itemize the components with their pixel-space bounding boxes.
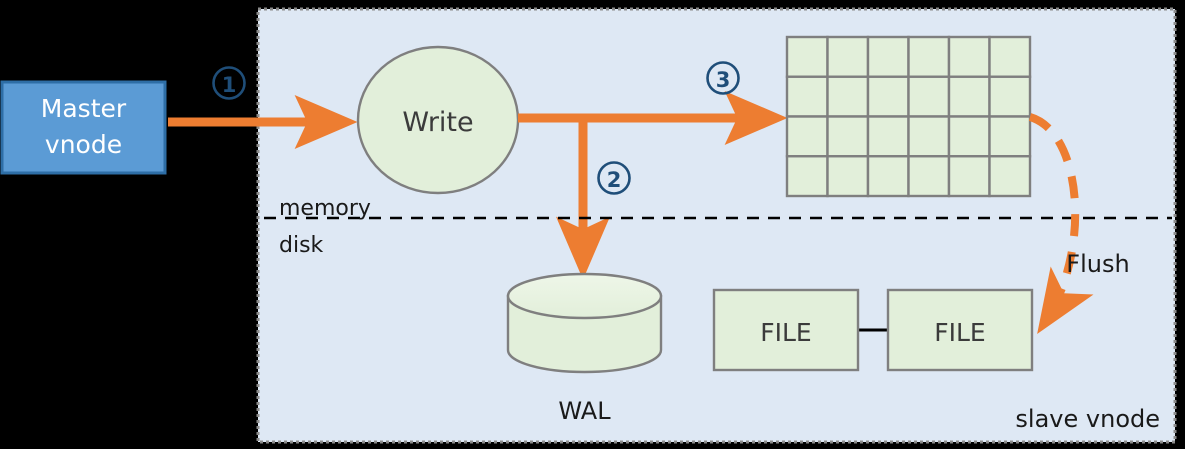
memtable-cell bbox=[907, 155, 951, 198]
memtable-cell bbox=[907, 35, 951, 78]
write-node-label: Write bbox=[402, 107, 473, 138]
memory-tier-label: memory bbox=[279, 196, 371, 221]
step-badge-1-text: 1 bbox=[222, 73, 237, 97]
memtable-cell bbox=[826, 155, 870, 198]
memtable-cell bbox=[947, 35, 991, 78]
file-box-1[interactable] bbox=[712, 288, 860, 372]
memtable-cell bbox=[907, 75, 951, 118]
memtable-cell bbox=[826, 35, 870, 78]
master-vnode-box[interactable] bbox=[0, 80, 167, 175]
file-box-2-label: FILE bbox=[934, 318, 985, 347]
memtable-cell bbox=[866, 155, 910, 198]
memtable-cell bbox=[866, 115, 910, 158]
memtable-cell bbox=[947, 155, 991, 198]
file-box-2[interactable] bbox=[886, 288, 1034, 372]
step-badge-3-text: 3 bbox=[716, 68, 731, 92]
wal-label: WAL bbox=[558, 397, 611, 425]
memtable-cell bbox=[988, 75, 1032, 118]
memtable-cell bbox=[785, 155, 829, 198]
slave-vnode-caption: slave vnode bbox=[1015, 405, 1160, 433]
memtable-cell bbox=[988, 35, 1032, 78]
memtable-cell bbox=[826, 75, 870, 118]
master-vnode-label-line2: vnode bbox=[45, 130, 122, 159]
memtable-cell bbox=[785, 115, 829, 158]
memtable-cell bbox=[988, 155, 1032, 198]
memtable-cell bbox=[907, 115, 951, 158]
master-vnode-label-line1: Master bbox=[41, 94, 127, 123]
flush-arrow bbox=[1028, 113, 1094, 335]
flush-label: Flush bbox=[1066, 250, 1129, 278]
wal-cylinder[interactable] bbox=[506, 272, 663, 374]
memtable-cell bbox=[826, 115, 870, 158]
memtable-cell bbox=[947, 115, 991, 158]
memtable-cell bbox=[866, 35, 910, 78]
memtable-cell bbox=[988, 115, 1032, 158]
step-badge-3: 3 bbox=[706, 61, 740, 95]
disk-tier-label: disk bbox=[279, 233, 324, 258]
memtable-cell bbox=[866, 75, 910, 118]
step-badge-2: 2 bbox=[597, 161, 631, 195]
file-box-1-label: FILE bbox=[760, 318, 811, 347]
memtable-cell bbox=[785, 35, 829, 78]
memtable-cell bbox=[785, 75, 829, 118]
step-badge-2-text: 2 bbox=[607, 168, 622, 192]
memtable-cell bbox=[947, 75, 991, 118]
memtable-grid[interactable] bbox=[785, 35, 1032, 198]
step-badge-1: 1 bbox=[212, 66, 246, 100]
